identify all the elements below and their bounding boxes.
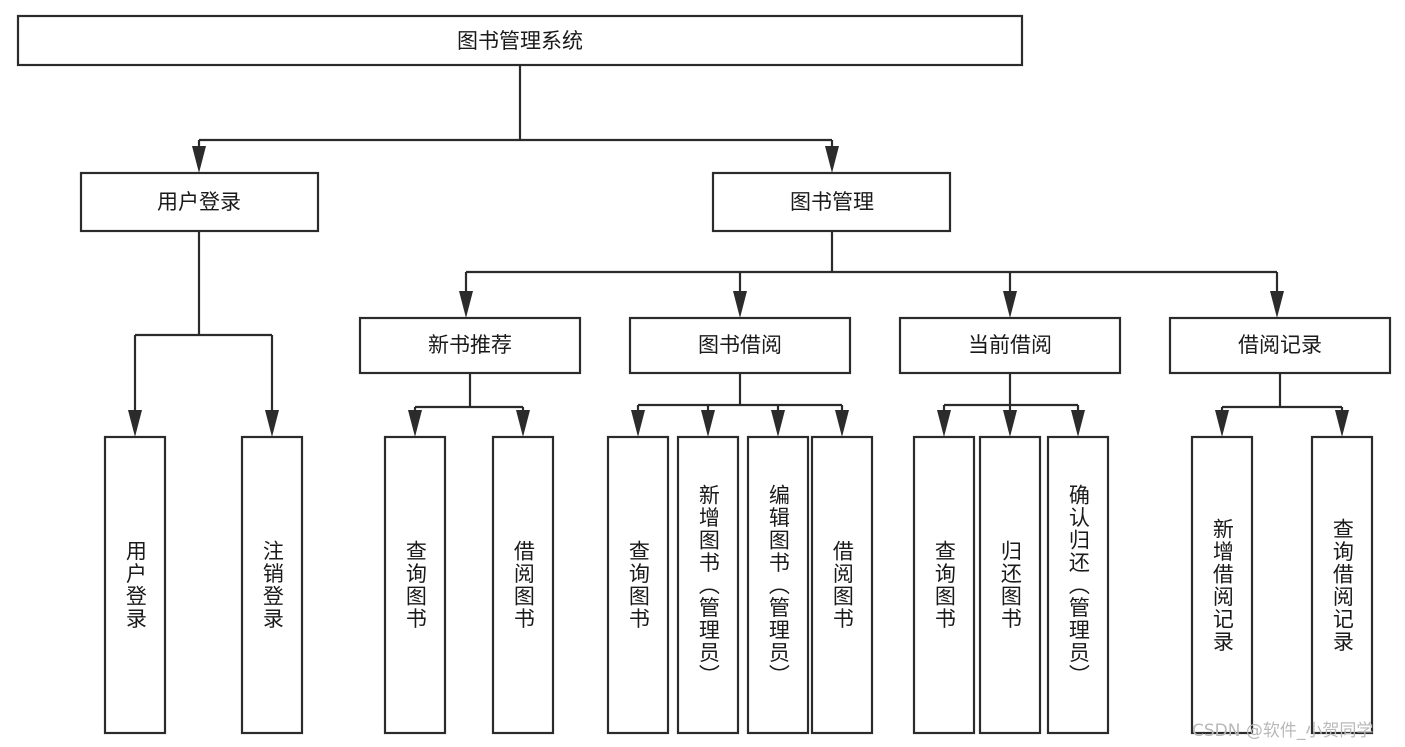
node-box-leaf-query-book-2[interactable]	[606, 435, 670, 735]
node-box-leaf-query-book-3[interactable]	[912, 435, 976, 735]
csdn-watermark: CSDN @软件_小贺同学	[1192, 721, 1374, 741]
node-box-leaf-add-record[interactable]	[1190, 435, 1254, 735]
node-box-user-login[interactable]	[79, 171, 320, 233]
node-box-book-borrow[interactable]	[628, 316, 852, 375]
node-box-leaf-user-logout[interactable]	[240, 435, 304, 735]
node-label-user-login: 用户登录	[157, 190, 241, 214]
connector-layer	[128, 65, 1349, 437]
node-box-leaf-user-login[interactable]	[103, 435, 167, 735]
arrow-head-leaf-add-book	[701, 410, 715, 437]
arrow-head-leaf-query-record	[1335, 410, 1349, 437]
node-label-book-borrow: 图书借阅	[698, 333, 782, 357]
arrow-head-book-manage	[825, 146, 839, 173]
node-layer: 图书管理系统 用户登录 图书管理 新书推荐 图书借阅 当前借阅 借阅记录	[16, 14, 1392, 735]
node-box-leaf-query-book-1[interactable]	[383, 435, 447, 735]
arrow-head-current-borrow	[1003, 291, 1017, 318]
arrow-head-leaf-add-record	[1215, 410, 1229, 437]
node-box-leaf-borrow-book-1[interactable]	[491, 435, 555, 735]
node-box-leaf-return-book[interactable]	[978, 435, 1042, 735]
arrow-head-book-borrow	[733, 291, 747, 318]
arrow-head-user-login	[192, 146, 206, 173]
node-label-book-manage: 图书管理	[790, 190, 874, 214]
arrow-head-new-book-recommend	[459, 291, 473, 318]
node-label-borrow-record: 借阅记录	[1238, 333, 1322, 357]
node-box-leaf-edit-book[interactable]	[746, 435, 810, 735]
node-box-current-borrow[interactable]	[898, 316, 1122, 375]
node-box-leaf-borrow-book-2[interactable]	[810, 435, 874, 735]
node-box-book-manage[interactable]	[711, 171, 952, 233]
node-box-leaf-confirm-return[interactable]	[1046, 435, 1110, 735]
arrow-head-leaf-confirm-return	[1071, 410, 1085, 437]
arrow-head-leaf-user-login	[128, 410, 142, 437]
arrow-head-leaf-edit-book	[771, 410, 785, 437]
node-box-root[interactable]	[16, 14, 1024, 67]
arrow-head-leaf-return-book	[1003, 410, 1017, 437]
node-box-borrow-record[interactable]	[1168, 316, 1392, 375]
node-label-current-borrow: 当前借阅	[968, 333, 1052, 357]
arrow-head-leaf-borrow-book-2	[835, 410, 849, 437]
node-box-leaf-add-book[interactable]	[676, 435, 740, 735]
arrow-head-leaf-user-logout	[265, 410, 279, 437]
arrow-head-leaf-query-book-2	[631, 410, 645, 437]
node-box-leaf-query-record[interactable]	[1310, 435, 1374, 735]
node-box-new-book-recommend[interactable]	[358, 316, 582, 375]
arrow-head-leaf-query-book-1	[408, 410, 422, 437]
arrow-head-leaf-borrow-book-1	[516, 410, 530, 437]
node-label-new-book-recommend: 新书推荐	[428, 333, 512, 357]
node-label-root: 图书管理系统	[457, 29, 583, 53]
arrow-head-leaf-query-book-3	[937, 410, 951, 437]
arrow-head-borrow-record	[1270, 291, 1284, 318]
